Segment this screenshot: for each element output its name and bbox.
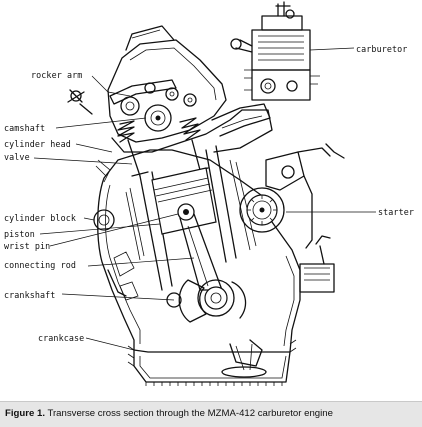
leader-rocker-arm [91, 75, 131, 97]
caption-prefix: Figure 1. [5, 408, 45, 419]
carburetor [230, 1, 320, 101]
leader-connecting-rod [87, 257, 195, 267]
label-piston: piston [4, 229, 35, 239]
leader-carburetor [309, 47, 355, 51]
leader-cylinder-head [75, 143, 113, 153]
starter [239, 143, 345, 293]
label-rocker-arm: rocker arm [31, 70, 83, 80]
caption-text: Transverse cross section through the MZM… [47, 408, 333, 419]
figure-caption: Figure 1. Transverse cross section throu… [0, 401, 422, 427]
label-starter: starter [378, 207, 414, 217]
leader-crankshaft [61, 293, 175, 301]
leader-valve [33, 157, 133, 165]
leader-crankcase [85, 337, 135, 351]
leader-wrist-pin [49, 213, 179, 247]
label-cylinder-block: cylinder block [4, 213, 76, 223]
label-crankshaft: crankshaft [4, 290, 56, 300]
label-connecting-rod: connecting rod [4, 260, 76, 270]
leader-camshaft [55, 117, 147, 129]
label-crankcase: crankcase [38, 333, 85, 343]
cylinder-head [107, 25, 273, 153]
engine-drawing [33, 1, 376, 386]
label-camshaft: camshaft [4, 123, 46, 133]
piston-assembly [151, 167, 247, 323]
leader-lines [33, 47, 376, 351]
crankcase [107, 269, 297, 386]
engine-cross-section-figure: rocker arm camshaft cylinder head valve … [4, 1, 414, 386]
leader-piston [39, 223, 161, 235]
label-cylinder-head: cylinder head [4, 139, 71, 149]
leader-cylinder-block [83, 217, 95, 221]
label-carburetor: carburetor [356, 44, 408, 54]
label-valve: valve [4, 152, 30, 162]
label-wrist-pin: wrist pin [4, 241, 51, 251]
